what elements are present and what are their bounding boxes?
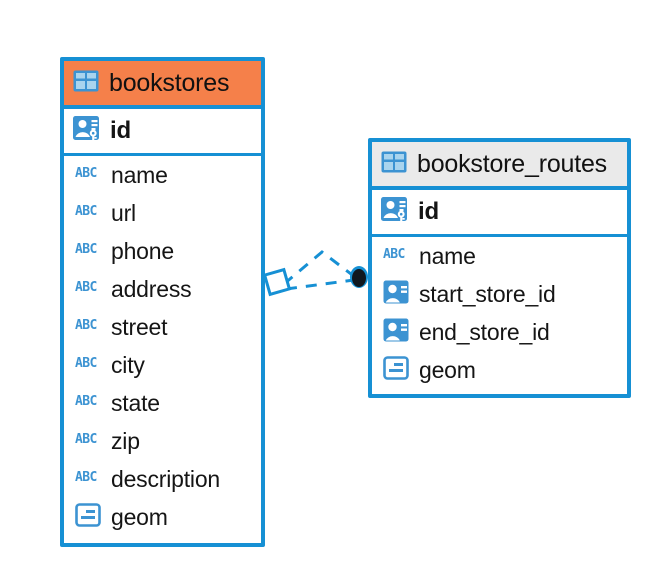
abc-icon: ABC — [75, 241, 101, 261]
relationship-line-end-store-id — [283, 250, 356, 286]
primary-key-icon — [73, 115, 101, 148]
field-row-routes-name[interactable]: ABC name — [372, 237, 627, 275]
field-label-phone: phone — [111, 237, 174, 264]
svg-text:ABC: ABC — [75, 356, 97, 370]
field-row-end-store-id[interactable]: end_store_id — [372, 313, 627, 351]
geometry-icon — [75, 502, 101, 532]
field-row-state[interactable]: ABC state — [64, 384, 261, 422]
field-row-url[interactable]: ABC url — [64, 194, 261, 232]
svg-text:ABC: ABC — [75, 394, 97, 408]
svg-text:ABC: ABC — [75, 280, 97, 294]
svg-text:ABC: ABC — [383, 247, 405, 261]
field-row-name[interactable]: ABC name — [64, 156, 261, 194]
abc-icon: ABC — [75, 279, 101, 299]
relationship-endpoint-circle — [352, 269, 366, 287]
field-row-phone[interactable]: ABC phone — [64, 232, 261, 270]
field-row-geom[interactable]: geom — [64, 498, 261, 536]
svg-text:ABC: ABC — [75, 204, 97, 218]
field-row-zip[interactable]: ABC zip — [64, 422, 261, 460]
table-icon — [73, 70, 99, 97]
primary-key-icon — [381, 196, 409, 229]
abc-icon: ABC — [75, 317, 101, 337]
entity-title-bookstores: bookstores — [109, 68, 230, 97]
field-row-description[interactable]: ABC description — [64, 460, 261, 498]
field-label-name: name — [111, 161, 168, 188]
relationship-endpoint-circle-ring — [350, 266, 368, 288]
foreign-key-icon — [383, 317, 409, 348]
field-label-zip: zip — [111, 427, 140, 454]
field-label-city: city — [111, 351, 145, 378]
field-row-id[interactable]: id — [64, 109, 261, 156]
entity-bookstores[interactable]: bookstores id — [60, 57, 265, 547]
entity-header-bookstores[interactable]: bookstores — [64, 61, 261, 109]
field-row-street[interactable]: ABC street — [64, 308, 261, 346]
entity-header-bookstore-routes[interactable]: bookstore_routes — [372, 142, 627, 190]
table-icon — [381, 151, 407, 178]
field-label-state: state — [111, 389, 160, 416]
field-row-city[interactable]: ABC city — [64, 346, 261, 384]
field-label-description: description — [111, 465, 221, 492]
geometry-icon — [383, 355, 409, 385]
field-row-start-store-id[interactable]: start_store_id — [372, 275, 627, 313]
field-row-routes-id[interactable]: id — [372, 190, 627, 237]
field-label-start-store-id: start_store_id — [419, 280, 556, 307]
field-row-address[interactable]: ABC address — [64, 270, 261, 308]
abc-icon: ABC — [383, 246, 409, 266]
abc-icon: ABC — [75, 165, 101, 185]
field-label-street: street — [111, 313, 168, 340]
entity-bookstore-routes[interactable]: bookstore_routes id — [368, 138, 631, 398]
foreign-key-icon — [383, 279, 409, 310]
field-label-routes-geom: geom — [419, 356, 476, 383]
field-label-routes-name: name — [419, 242, 476, 269]
svg-text:ABC: ABC — [75, 166, 97, 180]
abc-icon: ABC — [75, 203, 101, 223]
field-label-id: id — [110, 117, 131, 144]
relationship-line-start-store-id — [285, 278, 355, 291]
field-label-routes-id: id — [418, 198, 439, 225]
svg-text:ABC: ABC — [75, 432, 97, 446]
relationship-endpoint-diamond — [262, 267, 292, 297]
abc-icon: ABC — [75, 469, 101, 489]
field-label-address: address — [111, 275, 192, 302]
entity-title-bookstore-routes: bookstore_routes — [417, 149, 607, 178]
abc-icon: ABC — [75, 431, 101, 451]
field-row-routes-geom[interactable]: geom — [372, 351, 627, 389]
svg-text:ABC: ABC — [75, 242, 97, 256]
field-label-url: url — [111, 199, 136, 226]
svg-text:ABC: ABC — [75, 318, 97, 332]
abc-icon: ABC — [75, 355, 101, 375]
field-label-end-store-id: end_store_id — [419, 318, 550, 345]
field-label-geom: geom — [111, 503, 168, 530]
svg-text:ABC: ABC — [75, 470, 97, 484]
abc-icon: ABC — [75, 393, 101, 413]
